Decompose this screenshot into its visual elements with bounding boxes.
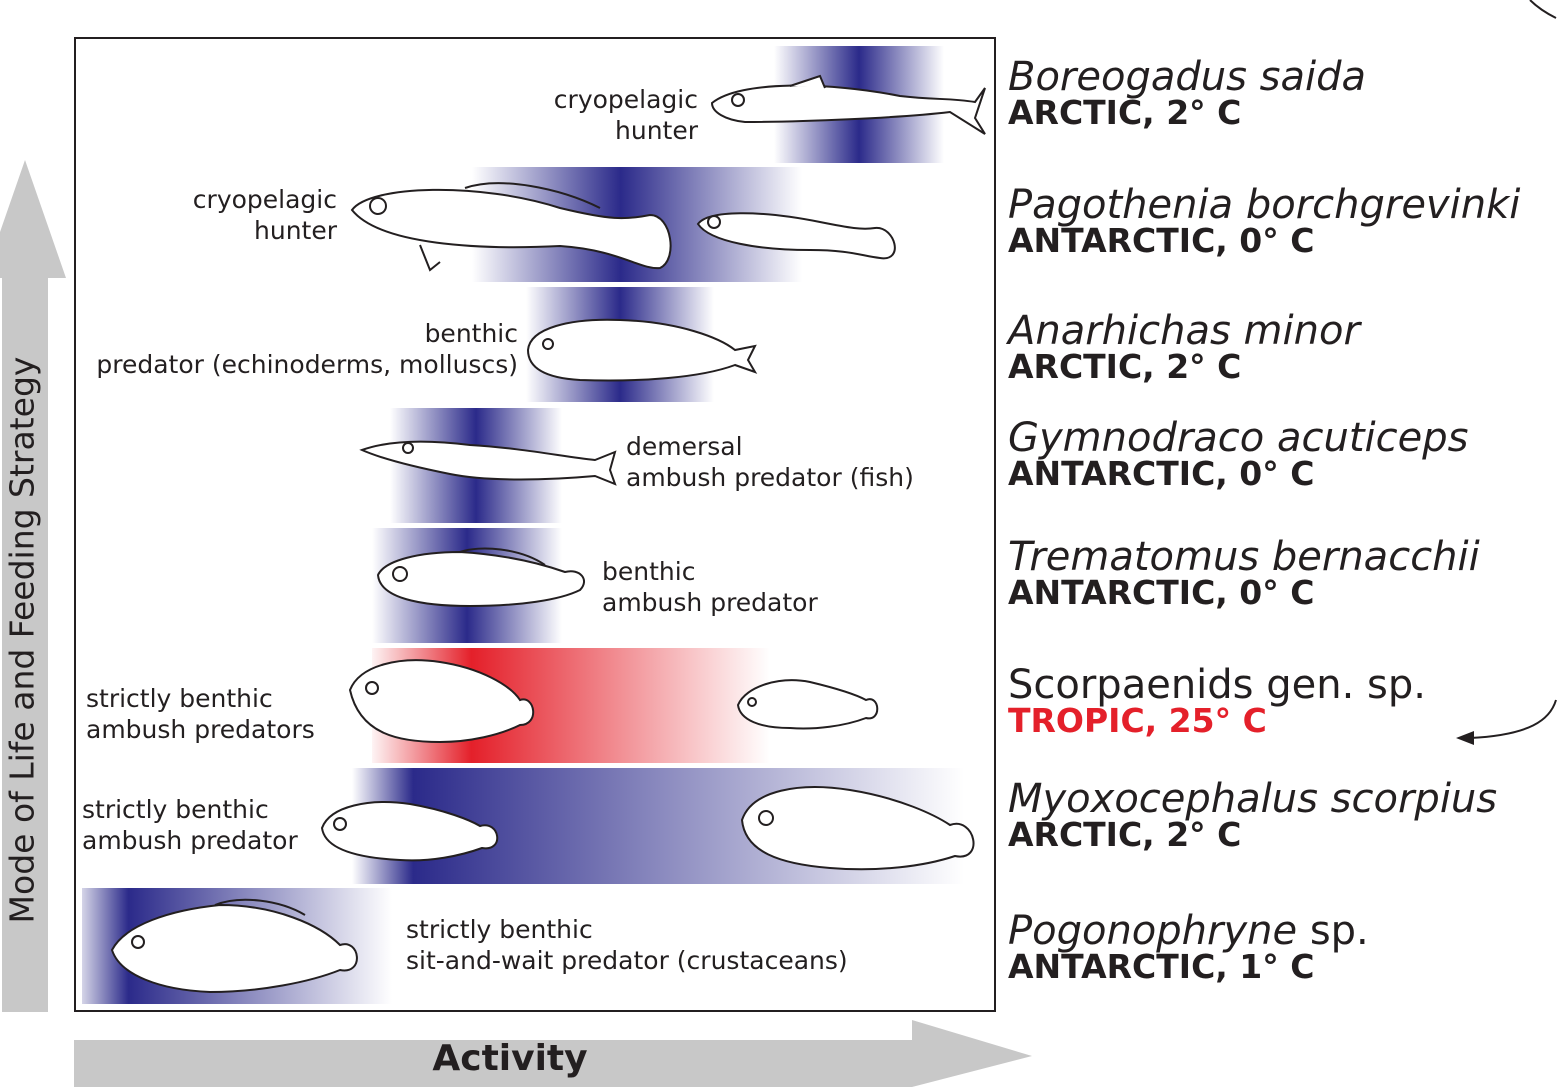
strategy-line: strictly benthic	[406, 914, 848, 945]
region-label: ARCTIC, 2° C	[1008, 96, 1366, 130]
region-label: ANTARCTIC, 1° C	[1008, 950, 1369, 984]
strategy-line: benthic	[602, 556, 818, 587]
species-entry-trematomus: Trematomus bernacchii ANTARCTIC, 0° C	[1008, 538, 1480, 610]
strategy-line: ambush predators	[86, 714, 315, 745]
region-label: ARCTIC, 2° C	[1008, 818, 1497, 852]
strategy-label-myoxocephalus: strictly benthic ambush predator	[82, 794, 298, 856]
strategy-line: strictly benthic	[86, 683, 315, 714]
strategy-line: ambush predator (fish)	[626, 462, 914, 493]
top-right-arc	[1530, 0, 1556, 18]
species-name: Pagothenia borchgrevinki	[1008, 186, 1520, 224]
strategy-line: ambush predator	[602, 587, 818, 618]
species-entry-gymnodraco: Gymnodraco acuticeps ANTARCTIC, 0° C	[1008, 419, 1468, 491]
species-entry-anarhichas: Anarhichas minor ARCTIC, 2° C	[1008, 312, 1360, 384]
species-entry-scorpaenids: Scorpaenids gen. sp. TROPIC, 25° C	[1008, 666, 1426, 738]
region-label: ANTARCTIC, 0° C	[1008, 576, 1480, 610]
strategy-label-pagothenia: cryopelagic hunter	[193, 184, 337, 246]
strategy-line: hunter	[554, 115, 698, 146]
region-label: ANTARCTIC, 0° C	[1008, 457, 1468, 491]
region-label: TROPIC, 25° C	[1008, 704, 1426, 738]
species-name: Anarhichas minor	[1008, 312, 1360, 350]
y-axis-label: Mode of Life and Feeding Strategy	[3, 357, 42, 924]
strategy-label-trematomus: benthic ambush predator	[602, 556, 818, 618]
species-entry-pogonophryne: Pogonophryne sp. ANTARCTIC, 1° C	[1008, 912, 1369, 984]
region-label: ANTARCTIC, 0° C	[1008, 224, 1520, 258]
curved-arrow-head	[1456, 731, 1474, 745]
strategy-line: ambush predator	[82, 825, 298, 856]
strategy-line: demersal	[626, 431, 914, 462]
species-name: Gymnodraco acuticeps	[1008, 419, 1468, 457]
strategy-label-pogonophryne: strictly benthic sit-and-wait predator (…	[406, 914, 848, 976]
species-entry-boreogadus: Boreogadus saida ARCTIC, 2° C	[1008, 58, 1366, 130]
strategy-label-boreogadus: cryopelagic hunter	[554, 84, 698, 146]
strategy-line: sit-and-wait predator (crustaceans)	[406, 945, 848, 976]
region-label: ARCTIC, 2° C	[1008, 350, 1360, 384]
species-name: Boreogadus saida	[1008, 58, 1366, 96]
species-entry-myoxocephalus: Myoxocephalus scorpius ARCTIC, 2° C	[1008, 780, 1497, 852]
species-entry-pagothenia: Pagothenia borchgrevinki ANTARCTIC, 0° C	[1008, 186, 1520, 258]
strategy-label-gymnodraco: demersal ambush predator (fish)	[626, 431, 914, 493]
curved-arrow	[1470, 700, 1556, 738]
strategy-label-scorpaenids: strictly benthic ambush predators	[86, 683, 315, 745]
strategy-line: hunter	[193, 215, 337, 246]
strategy-line: benthic	[96, 318, 518, 349]
species-name: Pogonophryne sp.	[1008, 912, 1369, 950]
strategy-line: cryopelagic	[554, 84, 698, 115]
strategy-label-anarhichas: benthic predator (echinoderms, molluscs)	[96, 318, 518, 380]
strategy-line: cryopelagic	[193, 184, 337, 215]
species-name: Myoxocephalus scorpius	[1008, 780, 1497, 818]
strategy-line: strictly benthic	[82, 794, 298, 825]
strategy-line: predator (echinoderms, molluscs)	[96, 349, 518, 380]
x-axis-label: Activity	[420, 1038, 600, 1079]
species-name: Trematomus bernacchii	[1008, 538, 1480, 576]
species-name: Scorpaenids gen. sp.	[1008, 666, 1426, 704]
